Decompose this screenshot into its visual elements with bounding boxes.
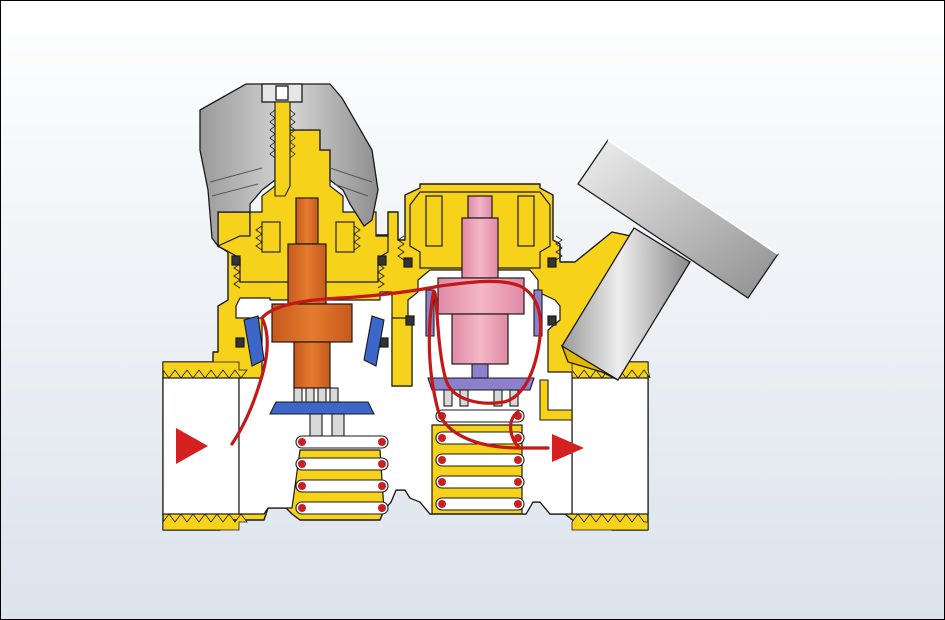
left-spring [295, 435, 389, 515]
adjustment-screw [255, 101, 361, 253]
right-spring [435, 409, 525, 511]
outlet-port [571, 361, 651, 531]
outlet-arrow-icon [552, 434, 584, 462]
shutoff-handwheel [560, 139, 779, 381]
left-diaphragm [243, 315, 385, 437]
outlet-seat [539, 379, 573, 421]
body-partition [391, 317, 413, 387]
flow-path [230, 279, 550, 450]
right-pink-stem [437, 195, 525, 365]
left-cap [199, 83, 379, 248]
inlet-arrow-icon [176, 428, 208, 464]
inlet-thread [162, 361, 248, 531]
left-orange-piston [271, 197, 353, 389]
